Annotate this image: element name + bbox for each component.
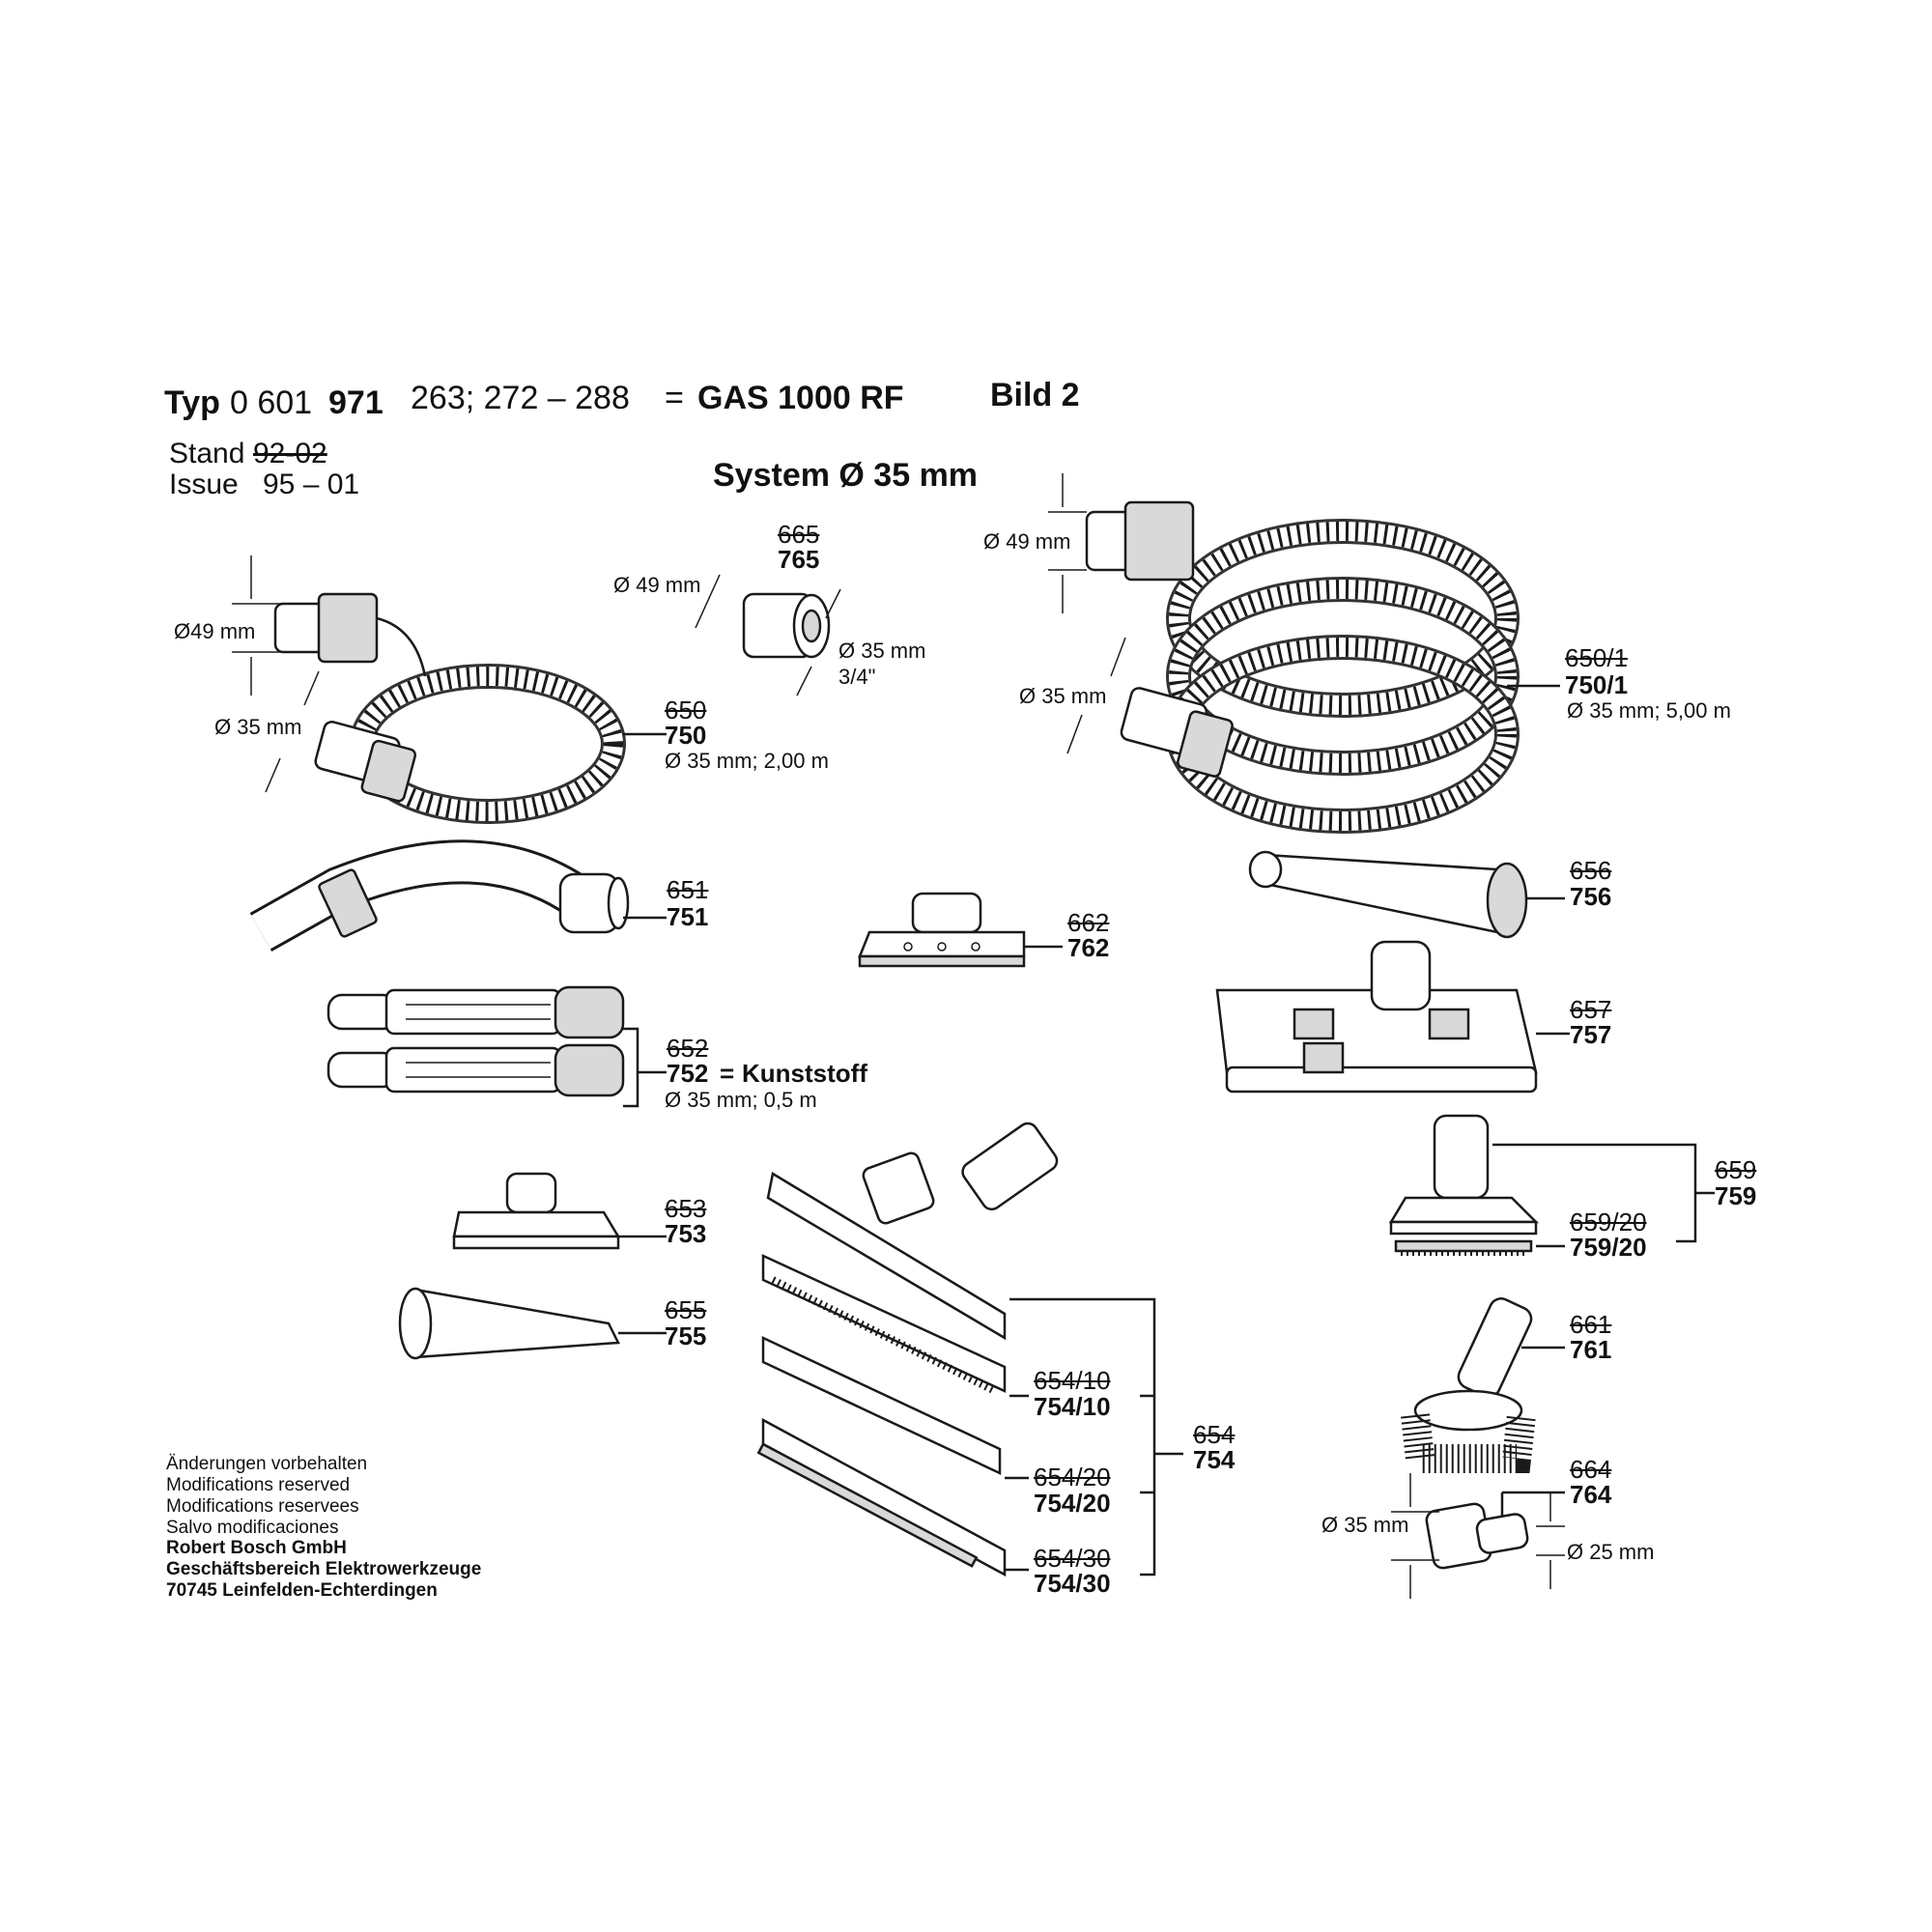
part-755-old: 655: [665, 1295, 707, 1324]
part-761-old: 661: [1570, 1310, 1612, 1339]
footer-line-6: Geschäftsbereich Elektrowerkzeuge: [166, 1559, 482, 1580]
part-759-new: 759: [1715, 1181, 1757, 1210]
floor-nozzle-757-drawing: [1215, 940, 1538, 1094]
typ-variants: 263; 272 – 288: [411, 380, 630, 416]
nozzle-753-drawing: [452, 1172, 621, 1250]
nozzle-762-drawing: [858, 892, 1026, 968]
hose-750-1-drawing: [1048, 473, 1520, 834]
filter-756-drawing: [1248, 850, 1528, 939]
footer-block: Änderungen vorbehalten Modifications res…: [166, 1454, 481, 1602]
part-750-new: 750: [665, 721, 707, 750]
part-759-old: 659: [1715, 1155, 1757, 1184]
part-754-10-new: 754/10: [1034, 1392, 1111, 1421]
dim-arrows-750: [232, 555, 320, 793]
footer-line-2: Modifications reserved: [166, 1474, 351, 1495]
part-750-1-old: 650/1: [1565, 643, 1629, 672]
part-764-old: 664: [1570, 1455, 1612, 1484]
floor-nozzle-754-drawing: [756, 1122, 1059, 1577]
model-name: GAS 1000 RF: [697, 380, 904, 416]
stand-label: Stand: [169, 438, 245, 469]
nozzle-755-drawing: [398, 1287, 620, 1360]
typ-equals: =: [665, 380, 684, 416]
typ-number-bold: 971: [328, 384, 384, 421]
part-756-new: 756: [1570, 882, 1612, 911]
footer-line-7: 70745 Leinfelden-Echterdingen: [166, 1580, 438, 1602]
part-765-dim-c: 3/4": [838, 665, 876, 689]
issue-value: 95 – 01: [263, 469, 360, 500]
part-754-10-old: 654/10: [1034, 1366, 1111, 1395]
part-752-eq: =: [720, 1059, 735, 1088]
bild-number: Bild 2: [990, 377, 1080, 413]
issue-label: Issue: [169, 469, 239, 500]
part-754-20-old: 654/20: [1034, 1463, 1111, 1492]
part-751-new: 751: [667, 902, 709, 931]
nozzle-759-drawing: [1388, 1114, 1540, 1256]
part-761-new: 761: [1570, 1335, 1612, 1364]
footer-line-5: Robert Bosch GmbH: [166, 1538, 347, 1559]
footer-line-3: Modifications reservees: [166, 1495, 359, 1517]
part-753-new: 753: [665, 1219, 707, 1248]
part-759-20-old: 659/20: [1570, 1208, 1647, 1236]
part-755-new: 755: [665, 1321, 707, 1350]
brush-761-drawing: [1401, 1297, 1536, 1473]
part-756-old: 656: [1570, 856, 1612, 885]
part-750-1-dim-a: Ø 49 mm: [983, 529, 1071, 554]
part-750-1-new: 750/1: [1565, 670, 1629, 699]
handle-751-drawing: [249, 839, 630, 952]
part-757-old: 657: [1570, 995, 1612, 1024]
footer-line-4: Salvo modificaciones: [166, 1517, 339, 1538]
part-765-new: 765: [778, 545, 820, 574]
part-764-new: 764: [1570, 1480, 1612, 1509]
leader-lines: [618, 684, 1715, 1577]
part-752-old: 652: [667, 1034, 709, 1063]
stand-value: 92-02: [253, 438, 327, 469]
part-753-old: 653: [665, 1194, 707, 1223]
part-754-30-old: 654/30: [1034, 1544, 1111, 1573]
part-750-1-spec: Ø 35 mm; 5,00 m: [1567, 698, 1731, 723]
part-752-spec: Ø 35 mm; 0,5 m: [665, 1088, 817, 1112]
part-750-old: 650: [665, 696, 707, 724]
part-750-spec: Ø 35 mm; 2,00 m: [665, 749, 829, 773]
part-765-dim-b: Ø 35 mm: [838, 639, 926, 663]
system-title: System Ø 35 mm: [713, 457, 979, 494]
hose-750-drawing: [273, 592, 626, 824]
part-751-old: 651: [667, 875, 709, 904]
part-754-30-new: 754/30: [1034, 1569, 1111, 1598]
footer-line-1: Änderungen vorbehalten: [166, 1454, 368, 1474]
part-752-material: Kunststoff: [742, 1059, 867, 1088]
reducer-764-drawing: [1391, 1473, 1565, 1599]
part-764-dim-a: Ø 35 mm: [1321, 1513, 1409, 1537]
part-762-old: 662: [1067, 908, 1110, 937]
part-764-dim-b: Ø 25 mm: [1567, 1540, 1655, 1564]
part-757-new: 757: [1570, 1020, 1612, 1049]
tubes-752-drawing: [327, 985, 625, 1097]
part-765-old: 665: [778, 520, 820, 549]
part-754-20-new: 754/20: [1034, 1489, 1111, 1518]
typ-label: Typ: [164, 384, 220, 421]
part-754-old: 654: [1193, 1420, 1236, 1449]
part-750-dim-b: Ø 35 mm: [214, 715, 302, 739]
part-765-dim-a: Ø 49 mm: [613, 573, 701, 597]
part-762-new: 762: [1067, 933, 1110, 962]
part-750-1-dim-b: Ø 35 mm: [1019, 684, 1107, 708]
part-750-dim-a: Ø49 mm: [174, 619, 256, 643]
adapter-765-drawing: [695, 574, 841, 696]
part-754-new: 754: [1193, 1445, 1236, 1474]
part-759-20-new: 759/20: [1570, 1233, 1647, 1262]
typ-number: 0 601: [230, 384, 313, 421]
part-752-new: 752: [667, 1059, 709, 1088]
